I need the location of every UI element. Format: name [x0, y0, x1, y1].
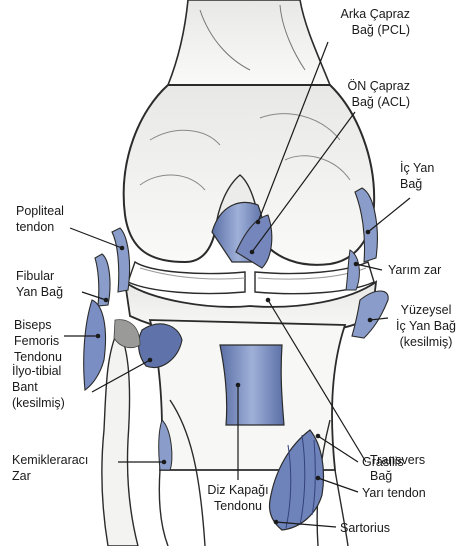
label-yuzeysel: Yüzeysel İç Yan Bağ (kesilmiş): [384, 302, 468, 350]
label-ic-yan-bag: İç Yan Bağ: [400, 160, 462, 192]
label-grasilis: Grasilis: [362, 454, 442, 470]
label-acl: ÖN Çapraz Bağ (ACL): [318, 78, 410, 110]
label-popliteal: Popliteal tendon: [16, 203, 96, 235]
label-yarim-zar: Yarım zar: [388, 262, 466, 278]
label-fibular: Fibular Yan Bağ: [16, 268, 96, 300]
label-pcl: Arka Çapraz Bağ (PCL): [300, 6, 410, 38]
fibular-ligament-shape: [95, 254, 110, 306]
fibula: [102, 330, 138, 546]
label-biseps: Biseps Femoris Tendonu: [14, 317, 84, 365]
label-kemik-zar: Kemikleraraсı Zar: [12, 452, 116, 484]
popliteal-tendon-shape: [112, 228, 130, 292]
label-yari-tendon: Yarı tendon: [362, 485, 458, 501]
label-sartorius: Sartorius: [340, 520, 430, 536]
label-diz-kapagi: Diz Kapağı Tendonu: [196, 482, 280, 514]
label-ilyo-tibial: İlyo-tibial Bant (kesilmiş): [12, 363, 94, 411]
patellar-tendon-shape: [220, 345, 284, 425]
